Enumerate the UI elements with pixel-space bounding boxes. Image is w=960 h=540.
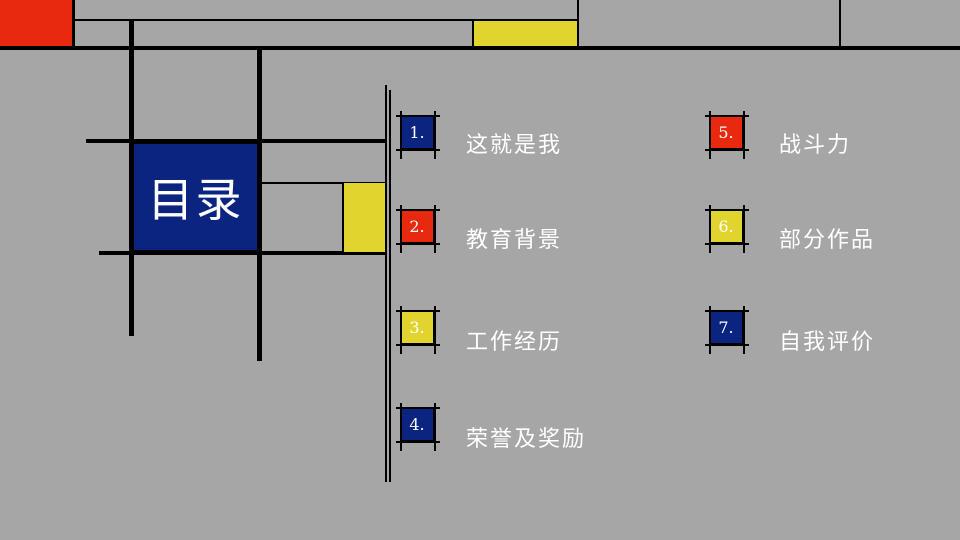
top-right-tick: [839, 0, 841, 48]
toc-item-6-marker: 6.: [705, 205, 749, 253]
grid-vertical-right: [257, 48, 262, 361]
toc-item-7-number: 7.: [709, 310, 743, 344]
toc-item-2-marker: 2.: [396, 205, 440, 253]
toc-item-3-number: 3.: [400, 310, 434, 344]
toc-item-7-marker: 7.: [705, 306, 749, 354]
toc-item-5-marker: 5.: [705, 111, 749, 159]
toc-item-1-number: 1.: [400, 115, 434, 149]
top-divider-line: [0, 46, 960, 50]
toc-item-4-marker: 4.: [396, 403, 440, 451]
top-red-edge: [72, 0, 75, 48]
toc-item-1-label[interactable]: 这就是我: [466, 133, 563, 158]
top-yellow-right-edge: [577, 0, 579, 48]
grid-horizontal-lower: [99, 251, 386, 255]
toc-item-2-number: 2.: [400, 209, 434, 243]
toc-item-6-number: 6.: [709, 209, 743, 243]
center-divider-right: [389, 90, 391, 482]
toc-item-6-label[interactable]: 部分作品: [779, 228, 876, 253]
toc-item-7-label[interactable]: 自我评价: [779, 330, 876, 355]
toc-item-3-label[interactable]: 工作经历: [466, 330, 563, 355]
page-title: 目录: [133, 143, 258, 251]
top-thin-line: [73, 19, 578, 21]
toc-item-2-label[interactable]: 教育背景: [466, 228, 563, 253]
center-divider-left: [385, 85, 387, 482]
toc-item-5-label[interactable]: 战斗力: [779, 133, 852, 158]
top-yellow-left-edge: [472, 19, 474, 48]
grid-thin-upper: [258, 182, 386, 184]
toc-item-3-marker: 3.: [396, 306, 440, 354]
toc-item-4-label[interactable]: 荣誉及奖励: [466, 427, 587, 452]
toc-item-5-number: 5.: [709, 115, 743, 149]
grid-yellow-block: [342, 183, 385, 252]
top-red-block: [0, 0, 73, 47]
toc-item-4-number: 4.: [400, 407, 434, 441]
grid-horizontal-upper: [86, 139, 386, 143]
grid-vertical-left: [129, 19, 134, 336]
top-yellow-block: [473, 21, 577, 46]
toc-item-1-marker: 1.: [396, 111, 440, 159]
